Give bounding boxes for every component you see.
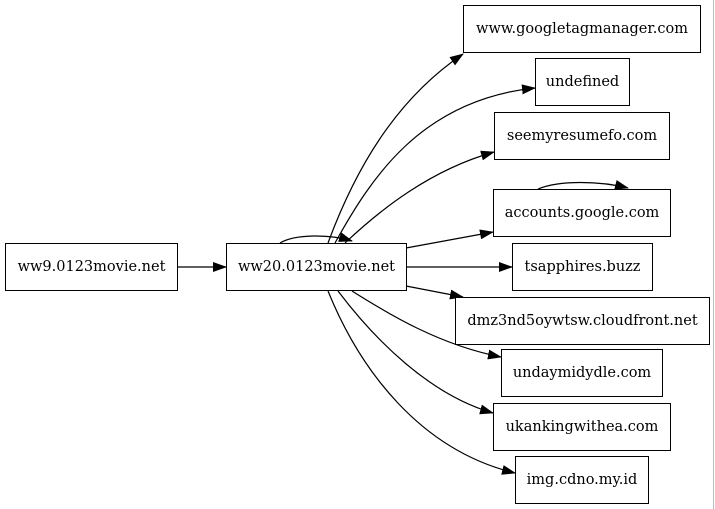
node-undaymidydle: undaymidydle.com: [501, 349, 663, 397]
node-cloudfront: dmz3nd5oywtsw.cloudfront.net: [455, 297, 710, 345]
node-undefined: undefined: [535, 58, 630, 106]
edge-hub-hub-selfloop: [279, 232, 353, 244]
edge-hub-undaymidydle: [351, 290, 502, 360]
edge-accounts-selfloop: [537, 179, 629, 190]
viewport-edge: [713, 0, 714, 509]
node-img-cdno: img.cdno.my.id: [515, 456, 649, 504]
node-ww20-0123movie: ww20.0123movie.net: [226, 243, 407, 291]
node-googletagmanager: www.googletagmanager.com: [463, 5, 701, 53]
edge-hub-dmz: [405, 285, 464, 300]
edge-hub-seemy: [344, 150, 495, 244]
edge-hub-imgcdno: [327, 290, 516, 475]
edges-group: [177, 53, 629, 475]
edge-hub-gtm: [327, 53, 464, 244]
edge-hub-accounts: [405, 229, 494, 249]
node-accounts-google: accounts.google.com: [493, 189, 671, 237]
edge-hub-undefined: [334, 84, 536, 244]
node-ww9-0123movie: ww9.0123movie.net: [5, 243, 178, 291]
node-ukankingwithea: ukankingwithea.com: [493, 403, 671, 451]
edge-hub-ukanking: [337, 290, 494, 415]
node-tsapphires: tsapphires.buzz: [512, 243, 653, 291]
node-seemyresumefo: seemyresumefo.com: [494, 112, 670, 160]
